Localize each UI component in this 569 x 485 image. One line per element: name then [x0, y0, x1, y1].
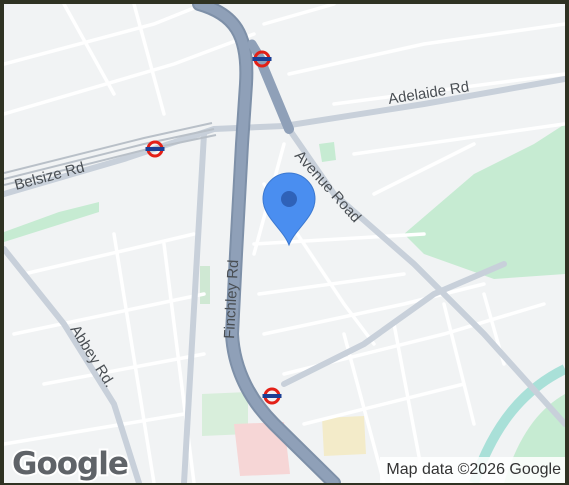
map-attribution[interactable]: Map data ©2026 Google [380, 457, 565, 483]
park-strip-green [200, 266, 210, 304]
minor-roads [4, 4, 565, 483]
map-svg[interactable]: Adelaide Rd Belsize Rd Avenue Road Finch… [4, 4, 565, 483]
park-primrose-hill [404, 124, 565, 279]
park-strip-left [4, 202, 99, 242]
building-area [322, 416, 366, 456]
road-finchley-rd[interactable] [192, 4, 341, 483]
svg-text:Google: Google [12, 446, 128, 482]
park-small [319, 142, 336, 162]
road-label-belsize-rd: Belsize Rd [13, 159, 87, 194]
road-label-abbey-rd: Abbey Rd. [67, 322, 119, 390]
tube-roundel-icon[interactable] [145, 140, 165, 158]
svg-text:Google: Google [12, 446, 128, 482]
tube-roundel-icon[interactable] [262, 387, 282, 405]
google-logo: Google Google [10, 444, 131, 483]
road-label-finchley-rd: Finchley Rd [221, 259, 242, 339]
railway [4, 122, 217, 186]
map-pin-icon[interactable] [262, 172, 316, 247]
tube-roundel-icon[interactable] [252, 50, 272, 68]
secondary-roads [4, 76, 565, 483]
map-canvas[interactable]: Adelaide Rd Belsize Rd Avenue Road Finch… [4, 4, 565, 483]
